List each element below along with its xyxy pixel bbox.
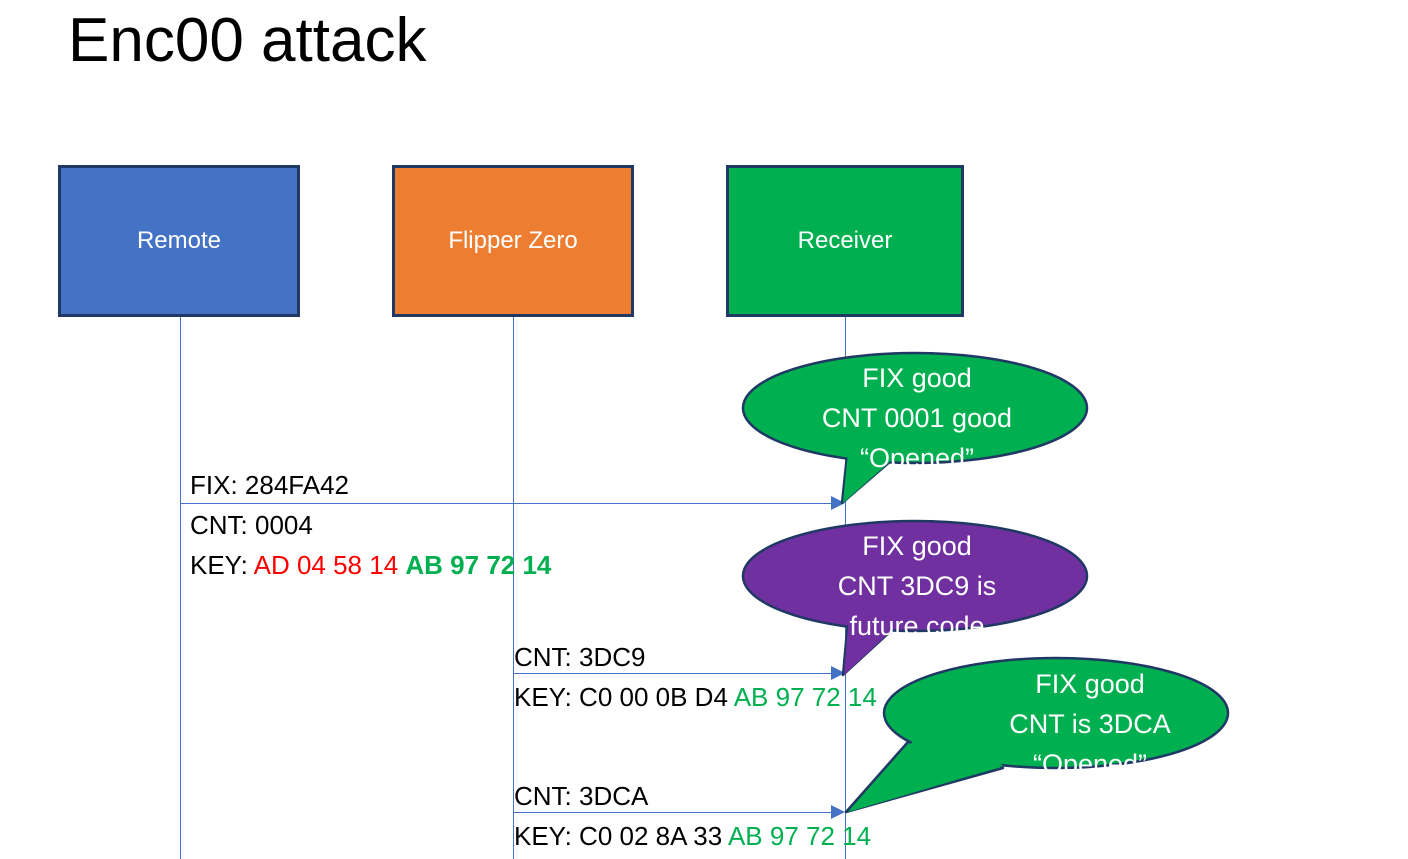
message-arrow-3 bbox=[513, 812, 832, 813]
message-2-cnt-text: CNT: 3DC9 bbox=[514, 642, 646, 672]
actor-box-receiver[interactable]: Receiver bbox=[726, 165, 964, 317]
page-title: Enc00 attack bbox=[68, 6, 427, 75]
message-3-cnt-text: CNT: 3DCA bbox=[514, 781, 649, 811]
message-3-key-part1: C0 02 8A 33 bbox=[579, 821, 723, 851]
callout-bubble-3[interactable] bbox=[838, 656, 1268, 828]
callout-bubble-2[interactable] bbox=[741, 518, 1092, 683]
message-2-key-label: KEY: bbox=[514, 682, 580, 712]
message-2-key-part1: C0 00 0B D4 bbox=[579, 682, 728, 712]
message-1-fix-text: FIX: 284FA42 bbox=[190, 470, 349, 500]
actor-label-flipper-zero: Flipper Zero bbox=[448, 227, 578, 254]
arrowhead-icon-2 bbox=[831, 666, 845, 680]
message-1-key-part1: AD 04 58 14 bbox=[253, 550, 399, 580]
message-3-key-part2: AB 97 72 14 bbox=[727, 821, 872, 851]
message-arrow-1 bbox=[180, 503, 832, 504]
arrowhead-icon-3 bbox=[831, 805, 845, 819]
message-1-key-label: KEY: bbox=[190, 550, 254, 580]
message-3-key-label: KEY: bbox=[514, 821, 580, 851]
callout-bubble-1[interactable] bbox=[741, 350, 1092, 515]
message-2-key-part2: AB 97 72 14 bbox=[733, 682, 877, 712]
message-1-key-text: KEY: AD 04 58 14 AB 97 72 14 bbox=[190, 548, 551, 582]
actor-box-remote[interactable]: Remote bbox=[58, 165, 300, 317]
actor-box-flipper-zero[interactable]: Flipper Zero bbox=[392, 165, 634, 317]
lifeline-flipper-zero bbox=[513, 317, 514, 859]
lifeline-remote bbox=[180, 317, 181, 859]
actor-label-remote: Remote bbox=[136, 227, 222, 254]
message-2-key-text: KEY: C0 00 0B D4 AB 97 72 14 bbox=[514, 680, 877, 714]
message-arrow-2 bbox=[513, 673, 832, 674]
actor-label-receiver: Receiver bbox=[797, 227, 893, 254]
message-3-key-text: KEY: C0 02 8A 33 AB 97 72 14 bbox=[514, 819, 871, 853]
message-1-cnt-text: CNT: 0004 bbox=[190, 510, 313, 540]
message-1-key-part2: AB 97 72 14 bbox=[405, 550, 552, 580]
